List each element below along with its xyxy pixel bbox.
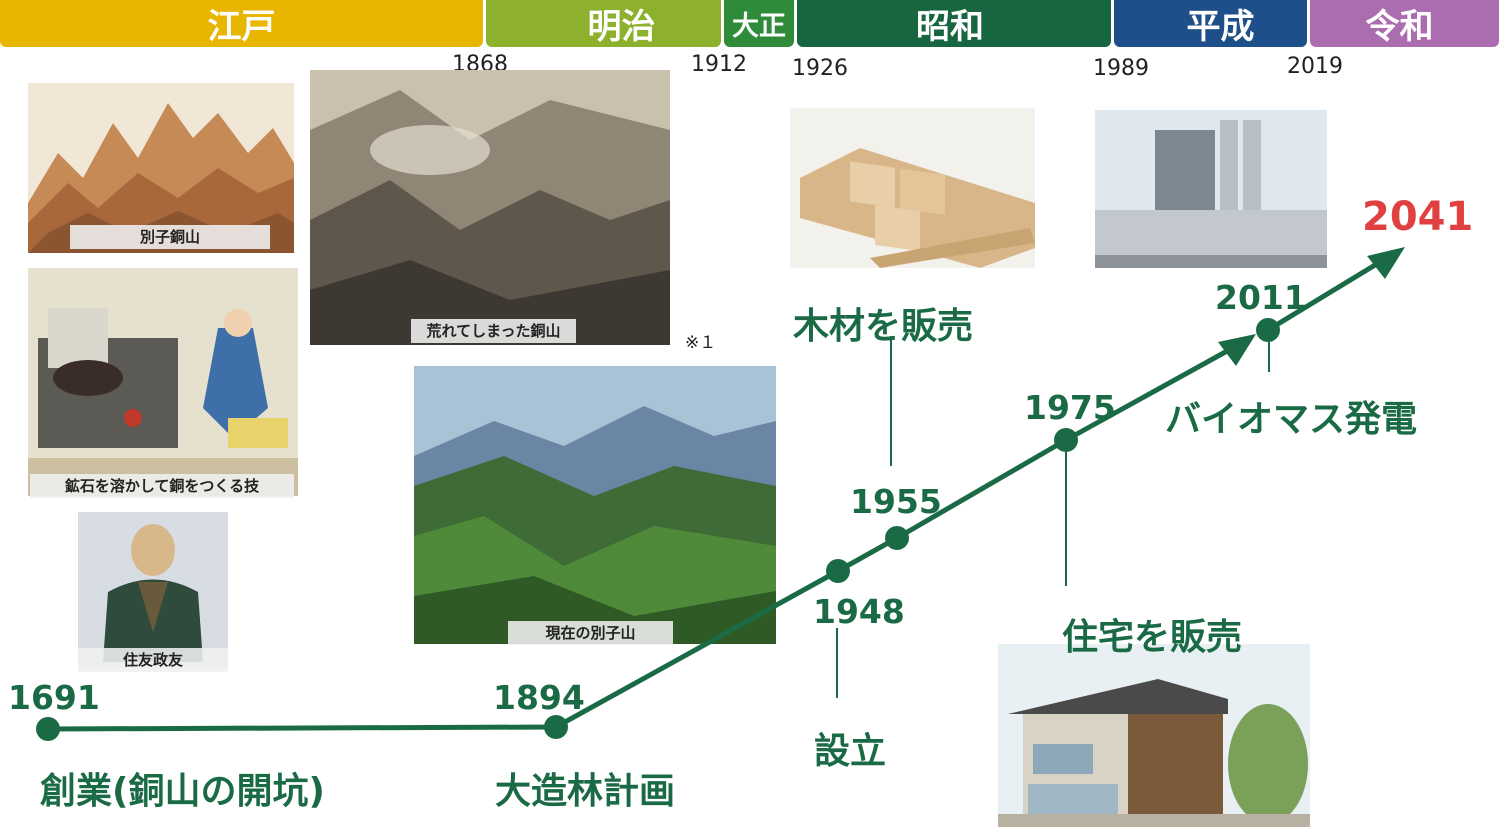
target-year-2041: 2041 [1362,194,1474,240]
smelting-illustration [28,268,298,496]
milestone-year-1894: 1894 [493,678,585,717]
connector-1975 [1065,452,1067,586]
milestone-dot-1948 [826,559,850,583]
ruined-mine-photo [310,70,670,345]
caption-besshi: 別子銅山 [70,225,270,249]
milestone-year-1975: 1975 [1024,388,1116,427]
timeline-arrowhead-mid [1218,334,1256,366]
era-year-2019: 2019 [1287,54,1343,79]
era-heisei-label: 平成 [1186,7,1255,47]
lumber-photo [790,108,1035,268]
caption-ruined-mine: 荒れてしまった銅山 [411,319,576,343]
connector-2011 [1268,342,1270,372]
era-year-1989: 1989 [1093,56,1149,81]
caption-founder: 住友政友 [78,648,228,672]
era-showa: 昭和 [797,0,1111,47]
era-taisho-label: 大正 [732,11,786,42]
milestone-dot-1975 [1054,428,1078,452]
milestone-year-1691: 1691 [8,678,100,717]
event-founding: 創業(銅山の開坑) [40,771,325,812]
house-photo [998,644,1310,827]
event-lumber-sales: 木材を販売 [793,306,974,347]
milestone-dot-2011 [1256,318,1280,342]
era-edo-label: 江戸 [207,7,276,47]
era-heisei: 平成 [1114,0,1307,47]
caption-smelting: 鉱石を溶かして銅をつくる技 [30,474,294,498]
connector-1948 [836,628,838,698]
era-year-1926: 1926 [792,56,848,81]
event-biomass-power: バイオマス発電 [1165,399,1418,440]
era-reiwa-label: 令和 [1365,7,1434,47]
era-year-1912: 1912 [691,52,747,77]
footnote-mark: ※１ [685,333,717,353]
milestone-dot-1955 [885,526,909,550]
target-arrowhead [1367,247,1405,279]
event-afforestation: 大造林計画 [495,771,676,812]
era-showa-label: 昭和 [916,7,984,47]
era-taisho: 大正 [724,0,794,47]
milestone-year-2011: 2011 [1215,278,1307,317]
milestone-year-1948: 1948 [813,592,905,631]
era-edo: 江戸 [0,0,483,47]
milestone-dot-1894 [544,715,568,739]
biomass-plant-photo [1095,110,1327,268]
event-establishment: 設立 [814,731,887,772]
era-meiji-label: 明治 [587,7,656,47]
milestone-dot-1691 [36,717,60,741]
event-housing-sales: 住宅を販売 [1062,617,1243,658]
milestone-year-1955: 1955 [850,482,942,521]
era-meiji: 明治 [486,0,721,47]
era-reiwa: 令和 [1310,0,1499,47]
caption-present-besshi: 現在の別子山 [508,621,673,645]
present-besshi-photo [414,366,776,644]
founder-statue [78,512,228,667]
connector-1955 [890,336,892,466]
